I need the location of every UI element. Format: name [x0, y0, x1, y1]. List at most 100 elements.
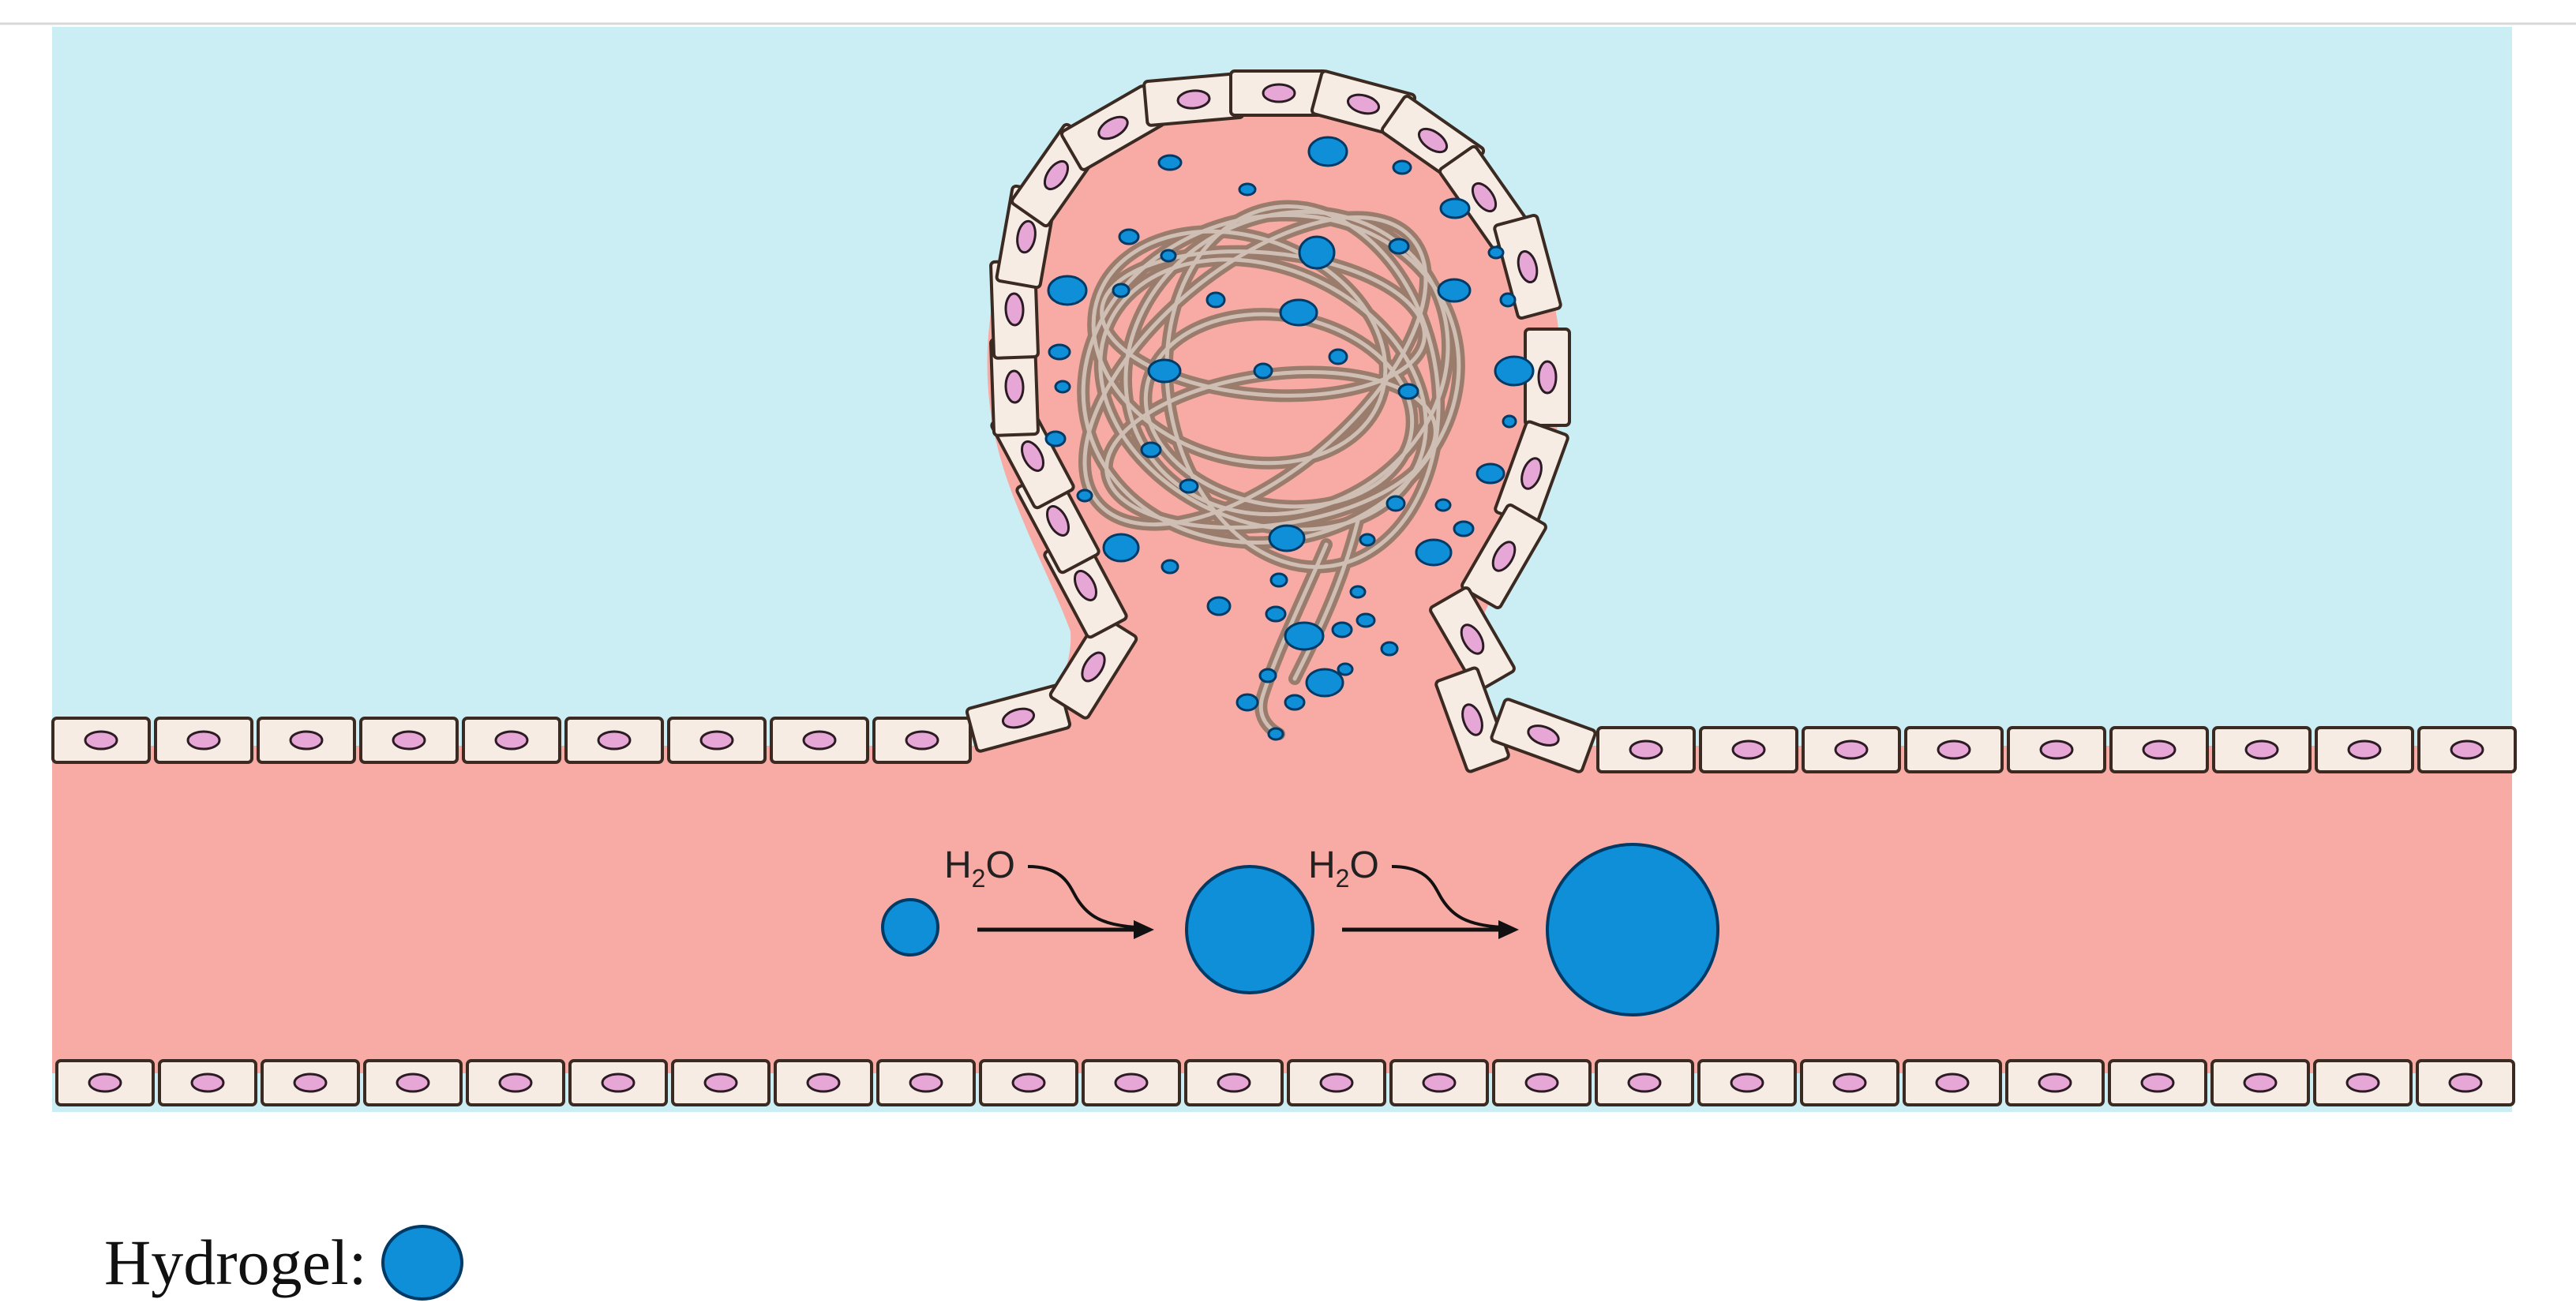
hydrogel-particle	[1298, 235, 1336, 270]
vessel-cell	[1699, 726, 1798, 773]
legend: Hydrogel:	[104, 1225, 463, 1301]
hydrogel-particle	[1305, 668, 1344, 698]
hydrogel-particle	[1439, 197, 1471, 219]
cell-nucleus	[1016, 219, 1037, 254]
cell-nucleus	[1520, 457, 1543, 490]
cell-nucleus	[1097, 115, 1129, 140]
hydrogel-particle	[1355, 612, 1376, 628]
cell-nucleus	[1073, 570, 1098, 601]
cell-nucleus	[1319, 1073, 1354, 1093]
hydrogel-particle	[1279, 298, 1318, 327]
hydrogel-particle	[1502, 414, 1517, 429]
cell-nucleus	[1045, 505, 1071, 537]
hydrogel-particle	[1331, 621, 1353, 638]
aneurysm-wall-cell	[1493, 213, 1562, 320]
hydrogel-particle	[1102, 533, 1140, 563]
cell-nucleus	[1346, 93, 1381, 115]
vessel-cell	[2005, 1059, 2105, 1106]
vessel-cell	[158, 1059, 257, 1106]
vessel-wall-bottom	[55, 1059, 2515, 1106]
hydrogel-particle	[1487, 245, 1505, 260]
hydrogel-particle	[1161, 559, 1179, 575]
hydrogel-particle	[1076, 489, 1093, 503]
hydrogel-particle	[1253, 362, 1273, 380]
hydrogel-particle	[1047, 275, 1088, 306]
vessel-cell	[667, 717, 767, 764]
hydrogel-particle	[1265, 605, 1287, 623]
vessel-cell	[770, 717, 869, 764]
cell-nucleus	[1471, 182, 1498, 213]
vessel-cell	[2315, 726, 2414, 773]
hydrogel-particle	[1397, 383, 1419, 400]
cell-nucleus	[2345, 1073, 2380, 1093]
cell-nucleus	[1217, 1073, 1251, 1093]
hydrogel-particle	[1415, 538, 1453, 567]
cell-nucleus	[293, 1073, 328, 1093]
hydrogel-particle	[1475, 462, 1505, 485]
hydrogel-particle	[1238, 182, 1257, 197]
cell-nucleus	[1731, 739, 1766, 760]
hydrogel-particle	[1453, 520, 1475, 537]
tangled-coil-icon	[1077, 200, 1465, 740]
hydrogel-particle	[1048, 343, 1071, 361]
cell-nucleus	[2450, 739, 2484, 760]
vessel-cell	[261, 1059, 360, 1106]
hydrogel-particle	[1388, 238, 1410, 255]
cell-nucleus	[1011, 1073, 1046, 1093]
hydrogel-particle	[1284, 694, 1306, 711]
cell-nucleus	[1460, 623, 1485, 655]
vessel-cell	[2007, 726, 2106, 773]
cell-nucleus	[1527, 724, 1560, 747]
vessel-cell	[1904, 726, 2004, 773]
vessel-cell	[51, 717, 151, 764]
cell-nucleus	[1834, 739, 1869, 760]
vessel-cell	[462, 717, 561, 764]
vessel-cell	[774, 1059, 873, 1106]
aneurysm-wall-cell	[1429, 586, 1516, 692]
hydrogel-particle	[1437, 278, 1472, 303]
hydrogel-particle	[1380, 641, 1399, 657]
hydrogel-particle	[1307, 136, 1348, 167]
cell-nucleus	[1491, 541, 1517, 572]
hydrogel-small	[881, 898, 939, 956]
hydrogel-particle	[1160, 249, 1177, 263]
hydrogel-particle	[1434, 498, 1452, 512]
hydrogel-particle	[1147, 358, 1182, 384]
hydrogel-particle	[1284, 621, 1325, 651]
cell-nucleus	[1176, 89, 1211, 110]
cell-nucleus	[699, 730, 734, 751]
vessel-wall-top-left	[51, 717, 972, 764]
hydrogel-large	[1546, 843, 1719, 1016]
hydrogel-particle	[1349, 585, 1367, 599]
aneurysm-hydrogel-particles	[1044, 136, 1535, 741]
swelling-arrow-2	[1342, 865, 1519, 939]
vessel-cell	[1596, 726, 1696, 773]
vessel-cell	[363, 1059, 463, 1106]
legend-label: Hydrogel:	[104, 1226, 366, 1298]
aneurysm-wall-cell	[1434, 666, 1510, 773]
aneurysm-wall-cell	[1229, 69, 1329, 117]
hydrogel-particle	[1206, 596, 1232, 616]
cell-nucleus	[1043, 159, 1070, 191]
hydrogel-medium	[1185, 865, 1314, 994]
cell-nucleus	[1935, 1073, 1970, 1093]
vessel-cell	[1492, 1059, 1592, 1106]
cell-nucleus	[2243, 1073, 2278, 1093]
hydrogel-particle	[1179, 478, 1199, 494]
vessel-cell	[564, 717, 664, 764]
vessel-cell	[2416, 1059, 2515, 1106]
cell-nucleus	[1461, 703, 1483, 736]
hydrogel-particle	[1499, 292, 1517, 308]
swelling-arrow-1	[977, 865, 1154, 939]
hydrogel-particle	[1268, 524, 1306, 552]
vessel-cell	[2210, 1059, 2310, 1106]
vessel-cell	[466, 1059, 565, 1106]
cell-nucleus	[1422, 1073, 1457, 1093]
hydrogel-particle	[1328, 348, 1348, 365]
vessel-cell	[257, 717, 356, 764]
cell-nucleus	[703, 1073, 738, 1093]
cell-nucleus	[1730, 1073, 1764, 1093]
vessel-cell	[568, 1059, 668, 1106]
vessel-cell	[2212, 726, 2312, 773]
